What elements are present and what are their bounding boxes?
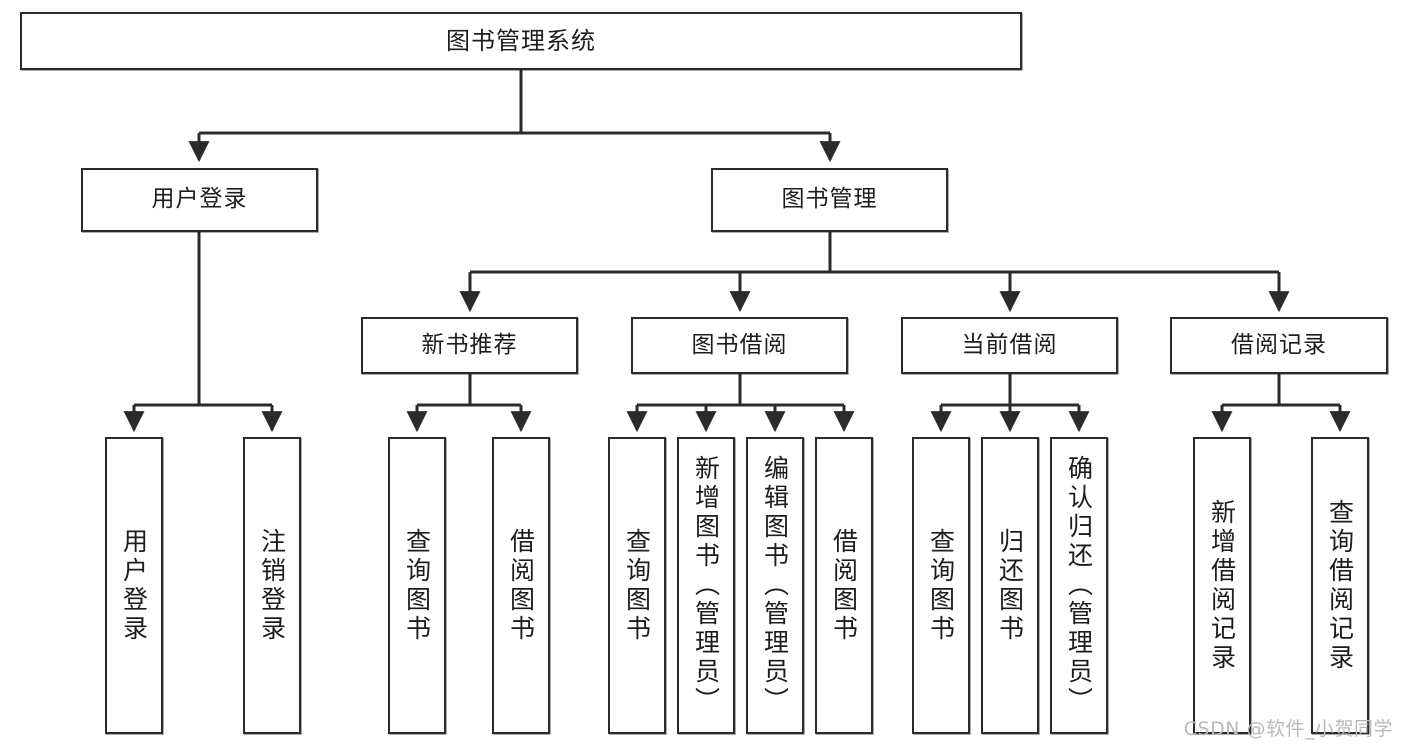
node-book-manage-label: 图书管理	[781, 186, 878, 213]
leaf-query-book-2[interactable]: 查询图书	[608, 437, 666, 734]
node-root-system-label: 图书管理系统	[446, 26, 596, 55]
leaf-query-book-1-label: 查询图书	[402, 527, 432, 644]
leaf-query-book-2-label: 查询图书	[622, 527, 652, 644]
node-root-system[interactable]: 图书管理系统	[20, 12, 1022, 70]
leaf-confirm-return[interactable]: 确认归还（管理员）	[1050, 437, 1108, 734]
node-current-borrow[interactable]: 当前借阅	[901, 317, 1118, 374]
node-borrow-record[interactable]: 借阅记录	[1170, 317, 1388, 374]
leaf-return-book[interactable]: 归还图书	[981, 437, 1039, 734]
leaf-query-record-label: 查询借阅记录	[1325, 498, 1355, 673]
node-current-borrow-label: 当前借阅	[961, 331, 1058, 358]
leaf-user-logout[interactable]: 注销登录	[243, 437, 301, 734]
leaf-borrow-book-1[interactable]: 借阅图书	[492, 437, 550, 734]
leaf-edit-book-label: 编辑图书（管理员）	[760, 455, 790, 716]
leaf-add-book-label: 新增图书（管理员）	[691, 455, 721, 716]
node-book-borrow-label: 图书借阅	[691, 331, 788, 358]
leaf-query-book-1[interactable]: 查询图书	[388, 437, 446, 734]
node-book-manage[interactable]: 图书管理	[711, 168, 948, 232]
leaf-add-book[interactable]: 新增图书（管理员）	[677, 437, 735, 734]
leaf-query-book-3[interactable]: 查询图书	[912, 437, 970, 734]
node-user-login[interactable]: 用户登录	[81, 168, 318, 232]
leaf-return-book-label: 归还图书	[995, 527, 1025, 644]
leaf-add-record-label: 新增借阅记录	[1207, 498, 1237, 673]
node-new-book-recommend[interactable]: 新书推荐	[361, 317, 578, 374]
leaf-user-login-label: 用户登录	[119, 527, 149, 644]
leaf-borrow-book-1-label: 借阅图书	[506, 527, 536, 644]
node-new-book-recommend-label: 新书推荐	[421, 331, 518, 358]
leaf-add-record[interactable]: 新增借阅记录	[1193, 437, 1251, 734]
leaf-query-record[interactable]: 查询借阅记录	[1311, 437, 1369, 734]
node-book-borrow[interactable]: 图书借阅	[631, 317, 848, 374]
leaf-user-login[interactable]: 用户登录	[105, 437, 163, 734]
leaf-user-logout-label: 注销登录	[257, 527, 287, 644]
leaf-query-book-3-label: 查询图书	[926, 527, 956, 644]
leaf-confirm-return-label: 确认归还（管理员）	[1064, 455, 1094, 716]
node-user-login-label: 用户登录	[151, 186, 248, 213]
leaf-borrow-book-2[interactable]: 借阅图书	[815, 437, 873, 734]
leaf-borrow-book-2-label: 借阅图书	[829, 527, 859, 644]
node-borrow-record-label: 借阅记录	[1231, 331, 1327, 358]
leaf-edit-book[interactable]: 编辑图书（管理员）	[746, 437, 804, 734]
watermark-text: CSDN @软件_小贺同学	[1183, 718, 1393, 740]
